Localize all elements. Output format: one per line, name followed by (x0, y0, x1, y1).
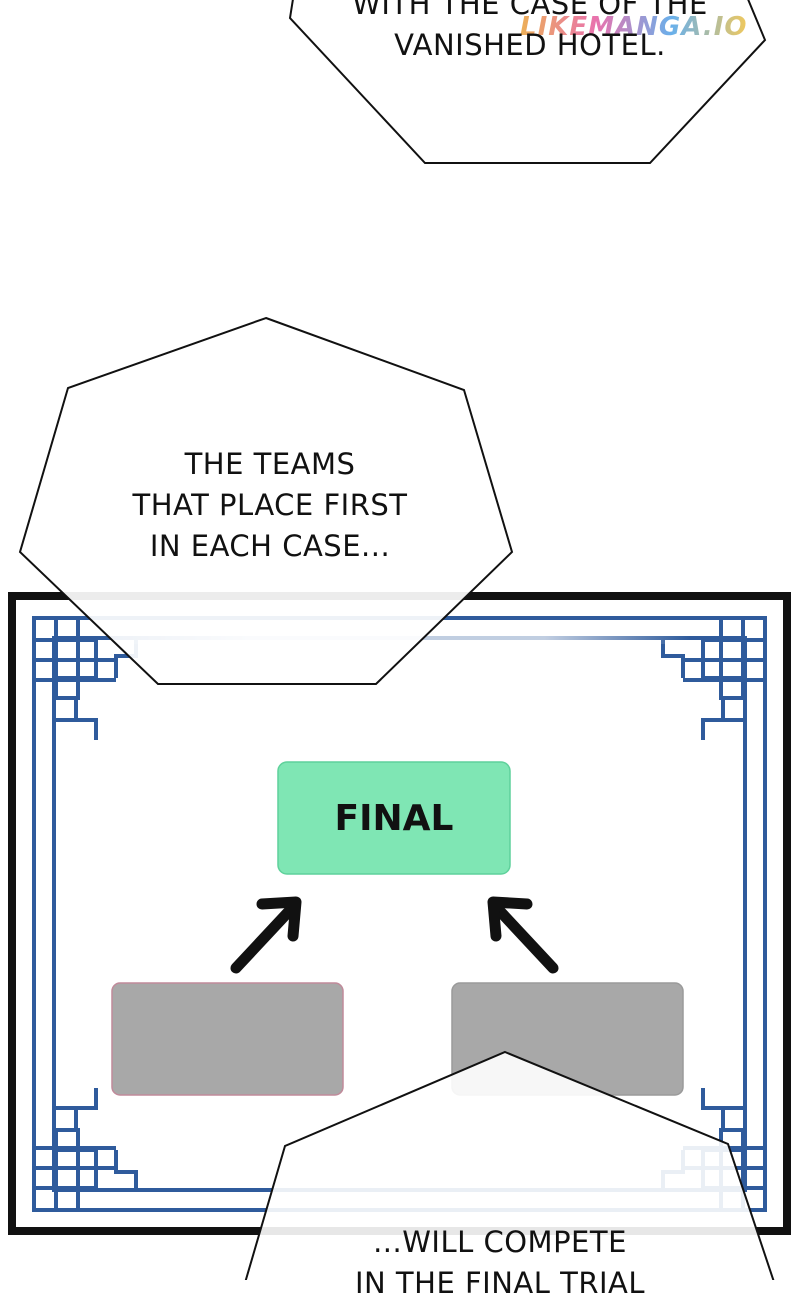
bubble-top-line: VANISHED HOTEL. (394, 28, 666, 62)
bubble-middle-line: IN EACH CASE... (149, 529, 391, 563)
bubble-top-line: WITH THE CASE OF THE (352, 0, 708, 21)
bubble-top-text: WITH THE CASE OF THE VANISHED HOTEL. (300, 0, 760, 66)
final-box (277, 761, 511, 875)
final-label: FINAL (334, 797, 454, 839)
speech-bubble-middle (18, 316, 514, 685)
bubble-bottom-line: ...WILL COMPETE (373, 1225, 627, 1259)
bubble-bottom-line: IN THE FINAL TRIAL (354, 1266, 646, 1300)
speech-bubble-bottom (244, 1050, 775, 1280)
watermark: LIKEMANGA.IO (520, 12, 748, 42)
arrow-left-up-icon (230, 896, 302, 974)
arrow-right-up-icon (487, 896, 559, 974)
bubble-middle-line: THE TEAMS (184, 447, 356, 481)
bubble-middle-line: THAT PLACE FIRST (132, 488, 408, 522)
speech-bubble-top (288, 0, 767, 164)
bubble-bottom-text: ...WILL COMPETE IN THE FINAL TRIAL (300, 1222, 700, 1304)
bubble-middle-text: THE TEAMS THAT PLACE FIRST IN EACH CASE.… (90, 444, 450, 567)
slot-box-left (111, 982, 344, 1096)
